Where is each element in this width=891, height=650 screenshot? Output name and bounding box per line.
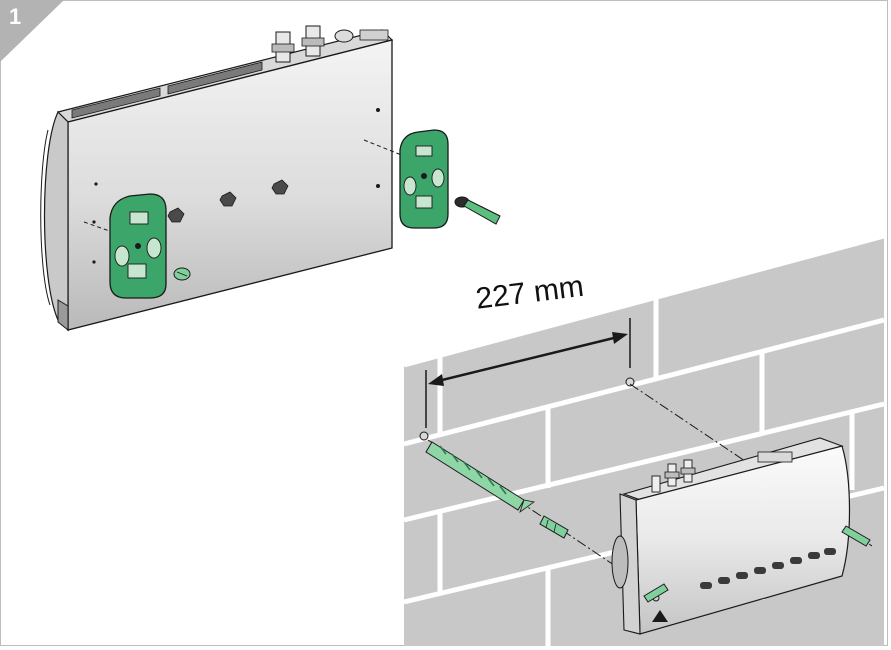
wall-plug [539,515,569,539]
step-badge-shape [0,0,64,62]
unit-rear-view [40,25,405,332]
mounting-bracket-right [399,129,501,229]
step-number: 1 [9,4,22,29]
mounting-bracket-left [109,193,191,299]
drill-bit [425,441,535,514]
unit-front-view [611,437,871,635]
